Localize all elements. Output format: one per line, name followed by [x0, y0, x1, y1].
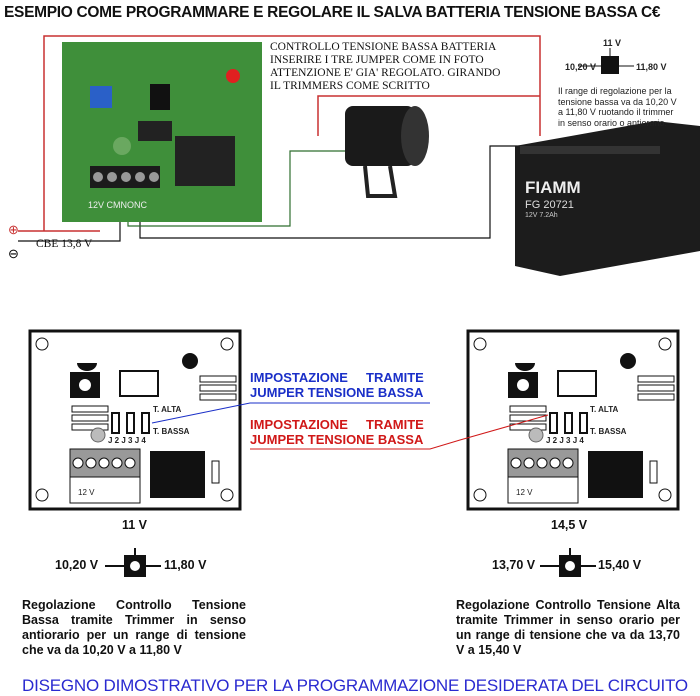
trimmer-icon-left — [104, 547, 162, 578]
buzzer-photo — [345, 106, 429, 198]
t-bassa-label-right: T. BASSA — [590, 427, 627, 436]
board-diagram-left — [28, 329, 242, 511]
trimmer-left-label: 10,20 V — [565, 62, 597, 72]
trimmer-icon-small — [578, 48, 634, 74]
red-arrow — [250, 414, 549, 450]
right-trimmer-right: 15,40 V — [598, 558, 642, 572]
board-diagram-right — [466, 329, 680, 511]
ce-mark: C€ — [640, 4, 661, 21]
wiring-photo — [18, 35, 700, 276]
battery-spec: 12V 7.2Ah — [525, 212, 558, 219]
left-trimmer-left: 10,20 V — [55, 558, 99, 572]
right-trimmer-top: 14,5 V — [551, 518, 588, 532]
jumper-label: J 2 J 3 J 4 — [108, 436, 146, 445]
left-caption: Regolazione Controllo Tensione Bassa tra… — [22, 598, 246, 657]
battery-model: FG 20721 — [525, 199, 574, 211]
battery-photo — [515, 121, 700, 276]
t-bassa-label: T. BASSA — [153, 427, 190, 436]
red-wire — [43, 35, 541, 231]
trimmer-icon-right — [539, 547, 597, 578]
page-title: ESEMPIO COME PROGRAMMARE E REGOLARE IL S… — [4, 4, 661, 21]
jumper-label-right: J 2 J 3 J 4 — [546, 436, 584, 445]
power-label: CBE 13,8 V — [36, 238, 93, 250]
left-trimmer-right: 11,80 V — [164, 558, 207, 572]
v12-label-right: 12 V — [516, 488, 533, 497]
footer-title: DISEGNO DIMOSTRATIVO PER LA PROGRAMMAZIO… — [22, 676, 688, 695]
schematic-diagrams — [28, 329, 680, 578]
t-alta-label-right: T. ALTA — [590, 405, 619, 414]
trimmer-top-label: 11 V — [603, 38, 622, 48]
terminal-label: 12V CMNONC — [88, 200, 148, 210]
blue-arrow — [151, 402, 430, 424]
plus-symbol: ⊕ — [8, 222, 19, 237]
right-trimmer-left: 13,70 V — [492, 558, 536, 572]
t-alta-label: T. ALTA — [153, 405, 182, 414]
minus-symbol: ⊖ — [8, 246, 19, 261]
left-trimmer-top: 11 V — [122, 518, 148, 532]
v12-label: 12 V — [78, 488, 95, 497]
right-caption: Regolazione Controllo Tensione Alta tram… — [456, 598, 680, 657]
battery-brand: FIAMM — [525, 178, 581, 197]
trimmer-right-label: 11,80 V — [636, 62, 667, 72]
